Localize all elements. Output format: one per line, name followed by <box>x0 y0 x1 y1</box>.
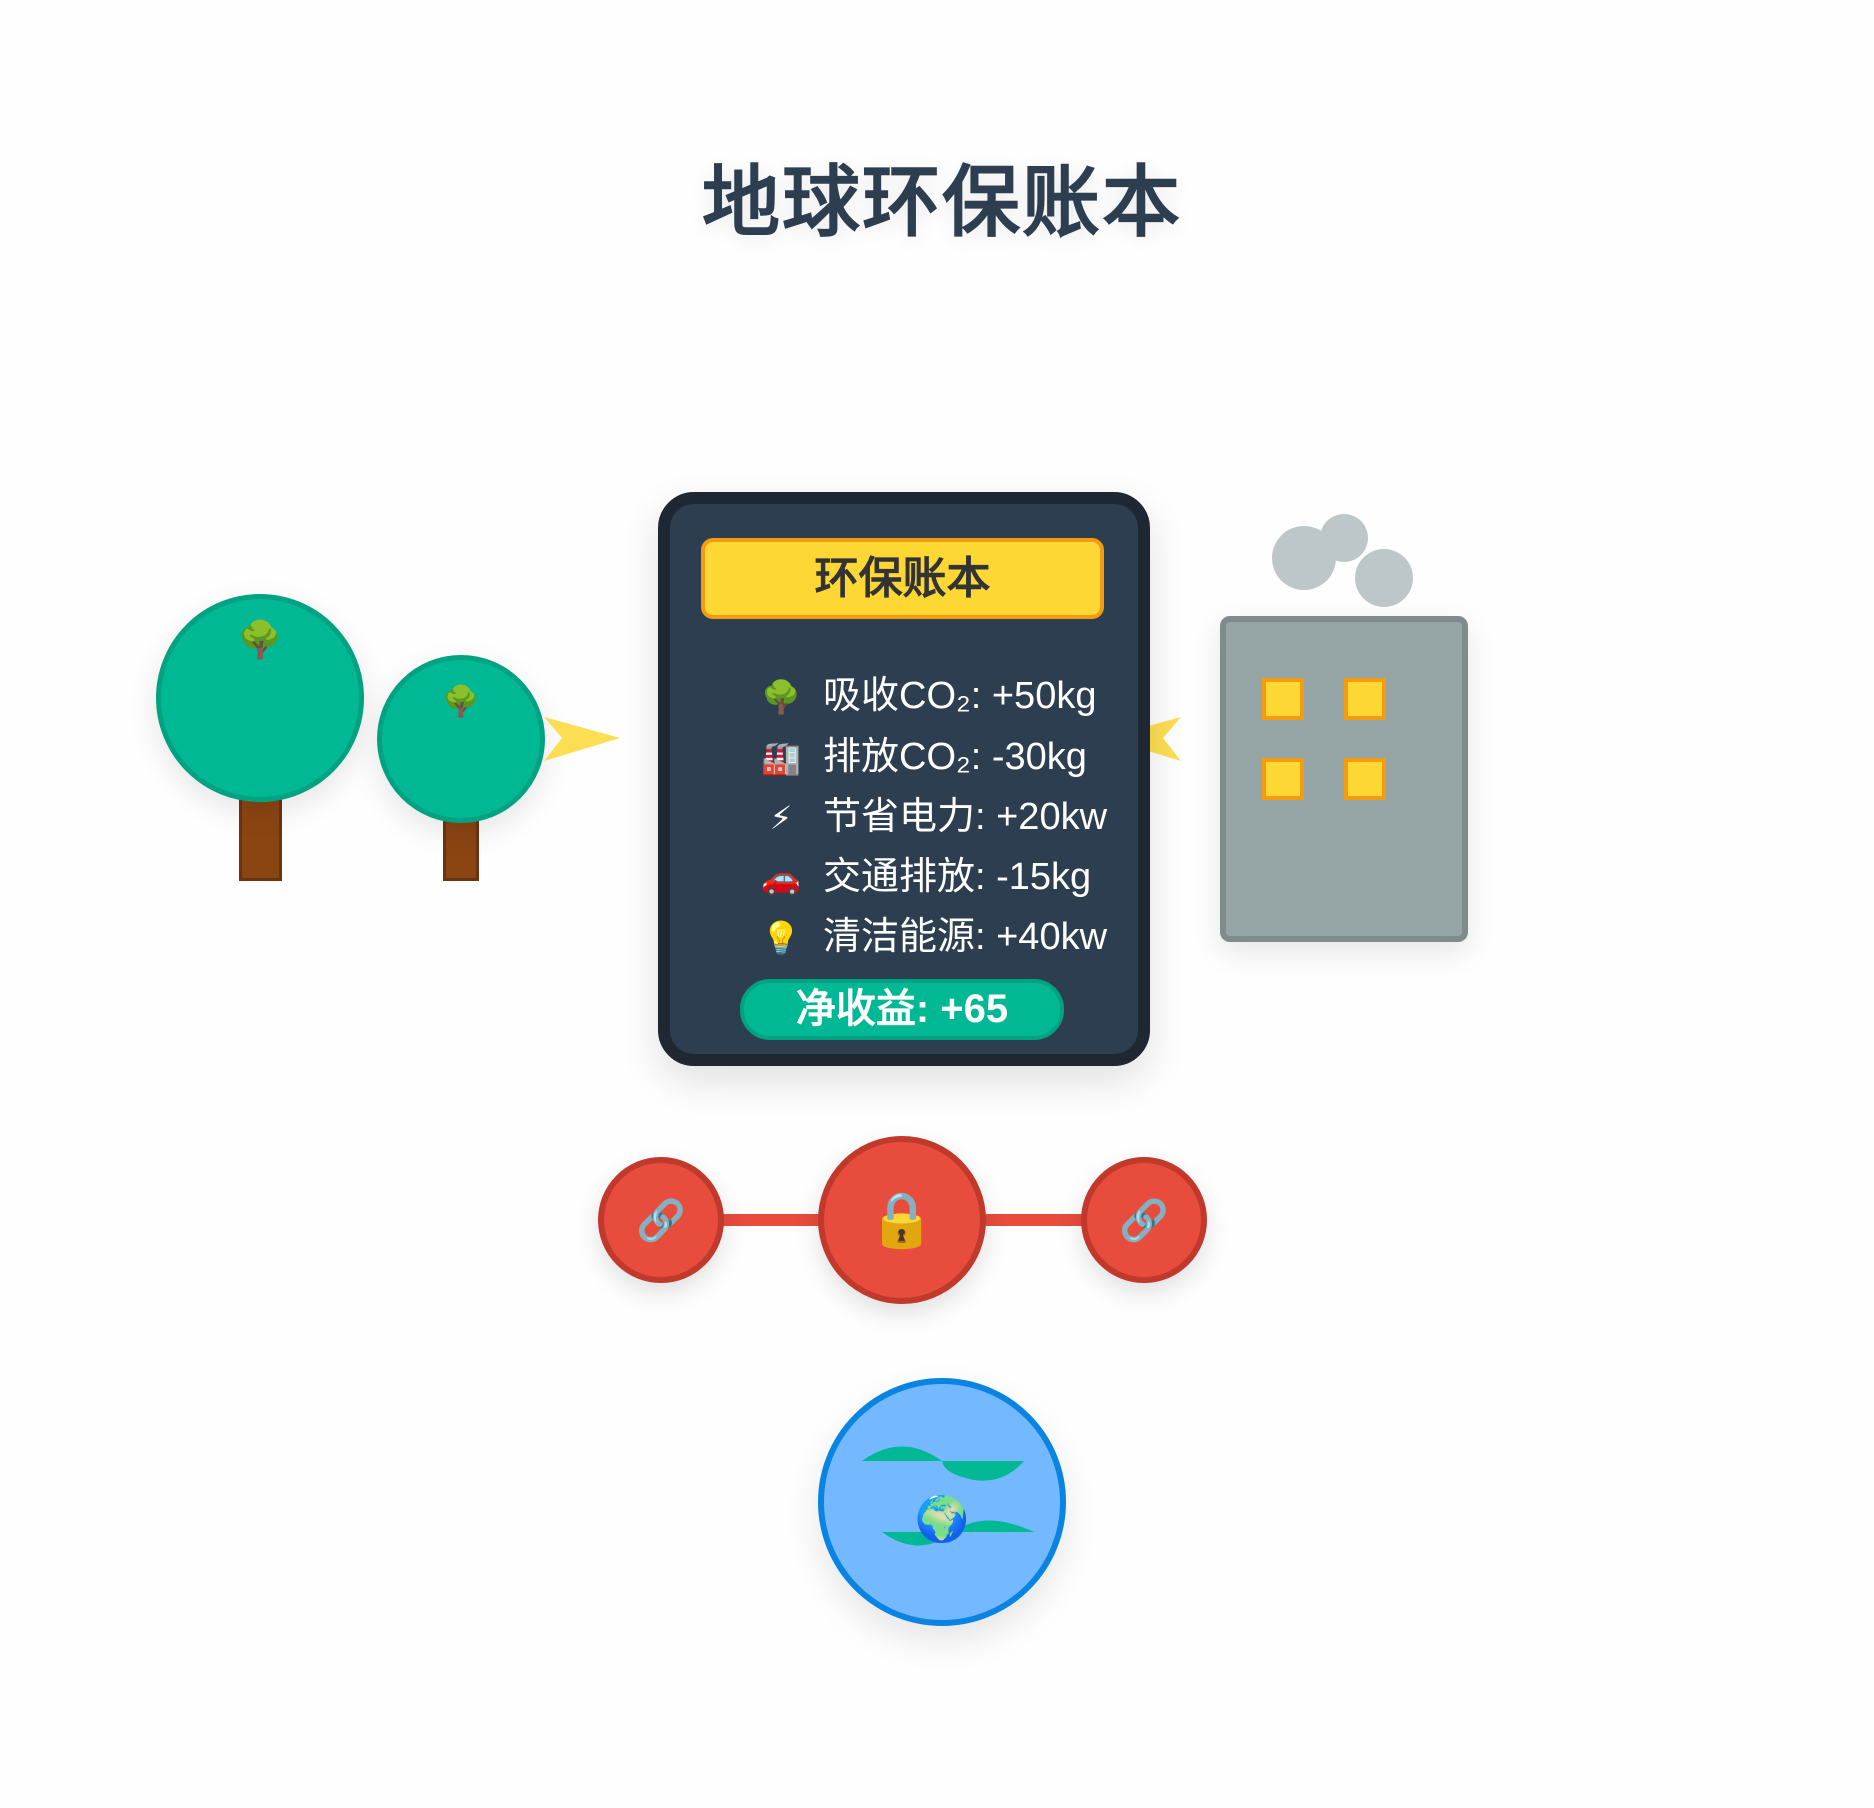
tree-icon: 🌳 <box>442 685 480 719</box>
factory-building <box>1220 616 1468 942</box>
chain-lock: 🔒 <box>818 1136 986 1304</box>
car-icon: 🚗 <box>761 860 801 896</box>
ledger-item: 🌳 吸收CO₂: +50kg <box>761 668 1096 724</box>
window <box>1262 678 1304 720</box>
lightbulb-icon: 💡 <box>761 920 801 956</box>
lightning-icon: ⚡ <box>769 800 793 836</box>
earth-globe: 🌍 <box>818 1378 1066 1626</box>
earth-icon: 🌍 <box>914 1494 970 1544</box>
arrow-right-icon <box>544 717 620 761</box>
ledger-item-text: 吸收CO₂: +50kg <box>823 675 1097 717</box>
chain-link-right: 🔗 <box>1081 1157 1207 1283</box>
ledger-item-text: 节省电力: +20kw <box>823 796 1108 838</box>
factory-icon: 🏭 <box>761 740 801 776</box>
net-profit-badge: 净收益: +65 <box>740 979 1064 1040</box>
ledger-item-text: 交通排放: -15kg <box>823 856 1092 898</box>
tree-trunk <box>239 795 282 881</box>
ledger-item: 🚗 交通排放: -15kg <box>761 849 1091 905</box>
link-icon: 🔗 <box>636 1198 686 1243</box>
chain-link-left: 🔗 <box>598 1157 724 1283</box>
tree-crown <box>377 655 545 823</box>
ledger-card: 环保账本 🌳 吸收CO₂: +50kg 🏭 排放CO₂: -30kg ⚡ 节省电力: … <box>658 492 1150 1066</box>
link-icon: 🔗 <box>1119 1198 1169 1243</box>
tree-icon: 🌳 <box>761 679 801 715</box>
ledger-item: 🏭 排放CO₂: -30kg <box>761 729 1087 785</box>
smoke-cloud <box>1320 514 1368 562</box>
ledger-item-text: 排放CO₂: -30kg <box>823 736 1087 778</box>
ledger-item: ⚡ 节省电力: +20kw <box>761 789 1107 845</box>
lock-icon: 🔒 <box>868 1189 936 1250</box>
window <box>1344 678 1386 720</box>
continents-decoration <box>862 1446 1034 1546</box>
window <box>1262 758 1304 800</box>
window <box>1344 758 1386 800</box>
page-title: 地球环保账本 <box>701 158 1182 246</box>
tree-trunk <box>443 815 479 881</box>
ledger-header: 环保账本 <box>701 538 1104 619</box>
tree-crown <box>156 594 364 802</box>
ledger-item-text: 清洁能源: +40kw <box>823 916 1108 958</box>
smoke-cloud <box>1355 549 1413 607</box>
tree-icon: 🌳 <box>237 619 283 660</box>
ledger-item: 💡 清洁能源: +40kw <box>761 909 1107 965</box>
